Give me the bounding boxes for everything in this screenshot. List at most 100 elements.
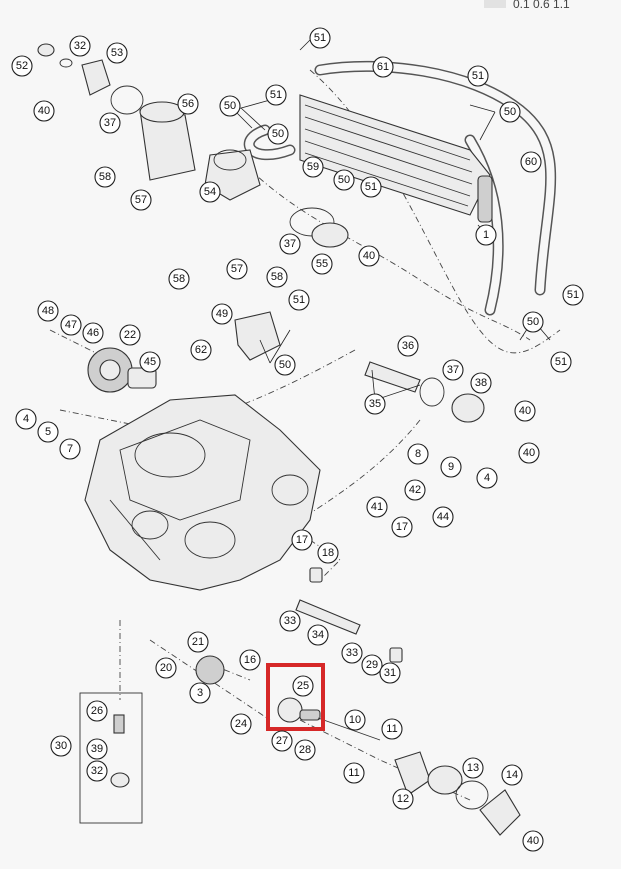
- callout-number: 16: [244, 654, 256, 666]
- callout-5: 5: [37, 421, 59, 443]
- callout-number: 40: [363, 250, 375, 262]
- callout-number: 58: [271, 271, 283, 283]
- callout-number: 54: [204, 186, 216, 198]
- callout-number: 22: [124, 329, 136, 341]
- callout-number: 56: [182, 98, 194, 110]
- callout-26: 26: [86, 700, 108, 722]
- callout-number: 40: [519, 405, 531, 417]
- callout-number: 31: [384, 667, 396, 679]
- callout-34: 34: [307, 624, 329, 646]
- callout-32: 32: [86, 760, 108, 782]
- callout-number: 14: [506, 769, 518, 781]
- callout-21: 21: [187, 631, 209, 653]
- callout-25: 25: [292, 675, 314, 697]
- callout-number: 40: [523, 447, 535, 459]
- callout-number: 11: [386, 723, 397, 735]
- callout-39: 39: [86, 738, 108, 760]
- callout-38: 38: [470, 372, 492, 394]
- callout-49: 49: [211, 303, 233, 325]
- callout-number: 50: [279, 359, 291, 371]
- callout-36: 36: [397, 335, 419, 357]
- callout-50: 50: [219, 95, 241, 117]
- callout-number: 37: [284, 238, 296, 250]
- callout-number: 50: [272, 128, 284, 140]
- callout-40: 40: [33, 100, 55, 122]
- callout-number: 55: [316, 258, 328, 270]
- callout-50: 50: [333, 169, 355, 191]
- callout-14: 14: [501, 764, 523, 786]
- callout-44: 44: [432, 506, 454, 528]
- callout-number: 57: [135, 194, 147, 206]
- callout-number: 12: [397, 793, 409, 805]
- callout-12: 12: [392, 788, 414, 810]
- callout-58: 58: [168, 268, 190, 290]
- callout-37: 37: [279, 233, 301, 255]
- callout-28: 28: [294, 739, 316, 761]
- callout-number: 51: [293, 294, 305, 306]
- callout-number: 50: [338, 174, 350, 186]
- callout-52: 52: [11, 55, 33, 77]
- scale-label: 0.1 0.6 1.1: [513, 0, 570, 11]
- callout-number: 51: [270, 89, 282, 101]
- callout-40: 40: [518, 442, 540, 464]
- callout-number: 34: [312, 629, 324, 641]
- callout-number: 40: [38, 105, 50, 117]
- callout-number: 26: [91, 705, 103, 717]
- callout-number: 52: [16, 60, 28, 72]
- callout-42: 42: [404, 479, 426, 501]
- callout-number: 11: [348, 767, 359, 779]
- callout-51: 51: [265, 84, 287, 106]
- callout-51: 51: [309, 27, 331, 49]
- callout-number: 51: [472, 70, 484, 82]
- engine-crankcase: [84, 394, 321, 591]
- callout-number: 33: [346, 647, 358, 659]
- callout-48: 48: [37, 300, 59, 322]
- callout-number: 25: [297, 680, 309, 692]
- callout-number: 50: [224, 100, 236, 112]
- callout-number: 51: [567, 289, 579, 301]
- callout-number: 60: [525, 156, 537, 168]
- callout-11: 11: [343, 762, 365, 784]
- callout-51: 51: [550, 351, 572, 373]
- callout-number: 13: [467, 762, 479, 774]
- callout-number: 9: [448, 461, 454, 473]
- callout-54: 54: [199, 181, 221, 203]
- callout-10: 10: [344, 709, 366, 731]
- callout-number: 40: [527, 835, 539, 847]
- callout-number: 39: [91, 743, 103, 755]
- callout-29: 29: [361, 654, 383, 676]
- callout-22: 22: [119, 324, 141, 346]
- oil-cooler: [299, 94, 493, 223]
- callout-number: 51: [365, 181, 377, 193]
- callout-number: 33: [284, 615, 296, 627]
- callout-number: 4: [484, 472, 490, 484]
- callout-number: 57: [231, 263, 243, 275]
- callout-number: 4: [23, 413, 29, 425]
- callout-50: 50: [267, 123, 289, 145]
- callout-46: 46: [82, 322, 104, 344]
- callout-17: 17: [391, 516, 413, 538]
- callout-51: 51: [467, 65, 489, 87]
- callout-number: 61: [377, 61, 389, 73]
- callout-35: 35: [364, 393, 386, 415]
- callout-number: 47: [65, 319, 77, 331]
- callout-40: 40: [522, 830, 544, 852]
- callout-57: 57: [130, 189, 152, 211]
- callout-51: 51: [360, 176, 382, 198]
- callout-3: 3: [189, 682, 211, 704]
- callout-30: 30: [50, 735, 72, 757]
- callout-number: 5: [45, 426, 51, 438]
- callout-number: 37: [104, 117, 116, 129]
- callout-number: 32: [91, 765, 103, 777]
- callout-number: 8: [415, 448, 421, 460]
- callout-27: 27: [271, 730, 293, 752]
- callout-58: 58: [94, 166, 116, 188]
- callout-number: 30: [55, 740, 67, 752]
- callout-47: 47: [60, 314, 82, 336]
- callout-1: 1: [475, 224, 497, 246]
- callout-55: 55: [311, 253, 333, 275]
- callout-45: 45: [139, 351, 161, 373]
- callout-number: 38: [475, 377, 487, 389]
- callout-number: 27: [276, 735, 288, 747]
